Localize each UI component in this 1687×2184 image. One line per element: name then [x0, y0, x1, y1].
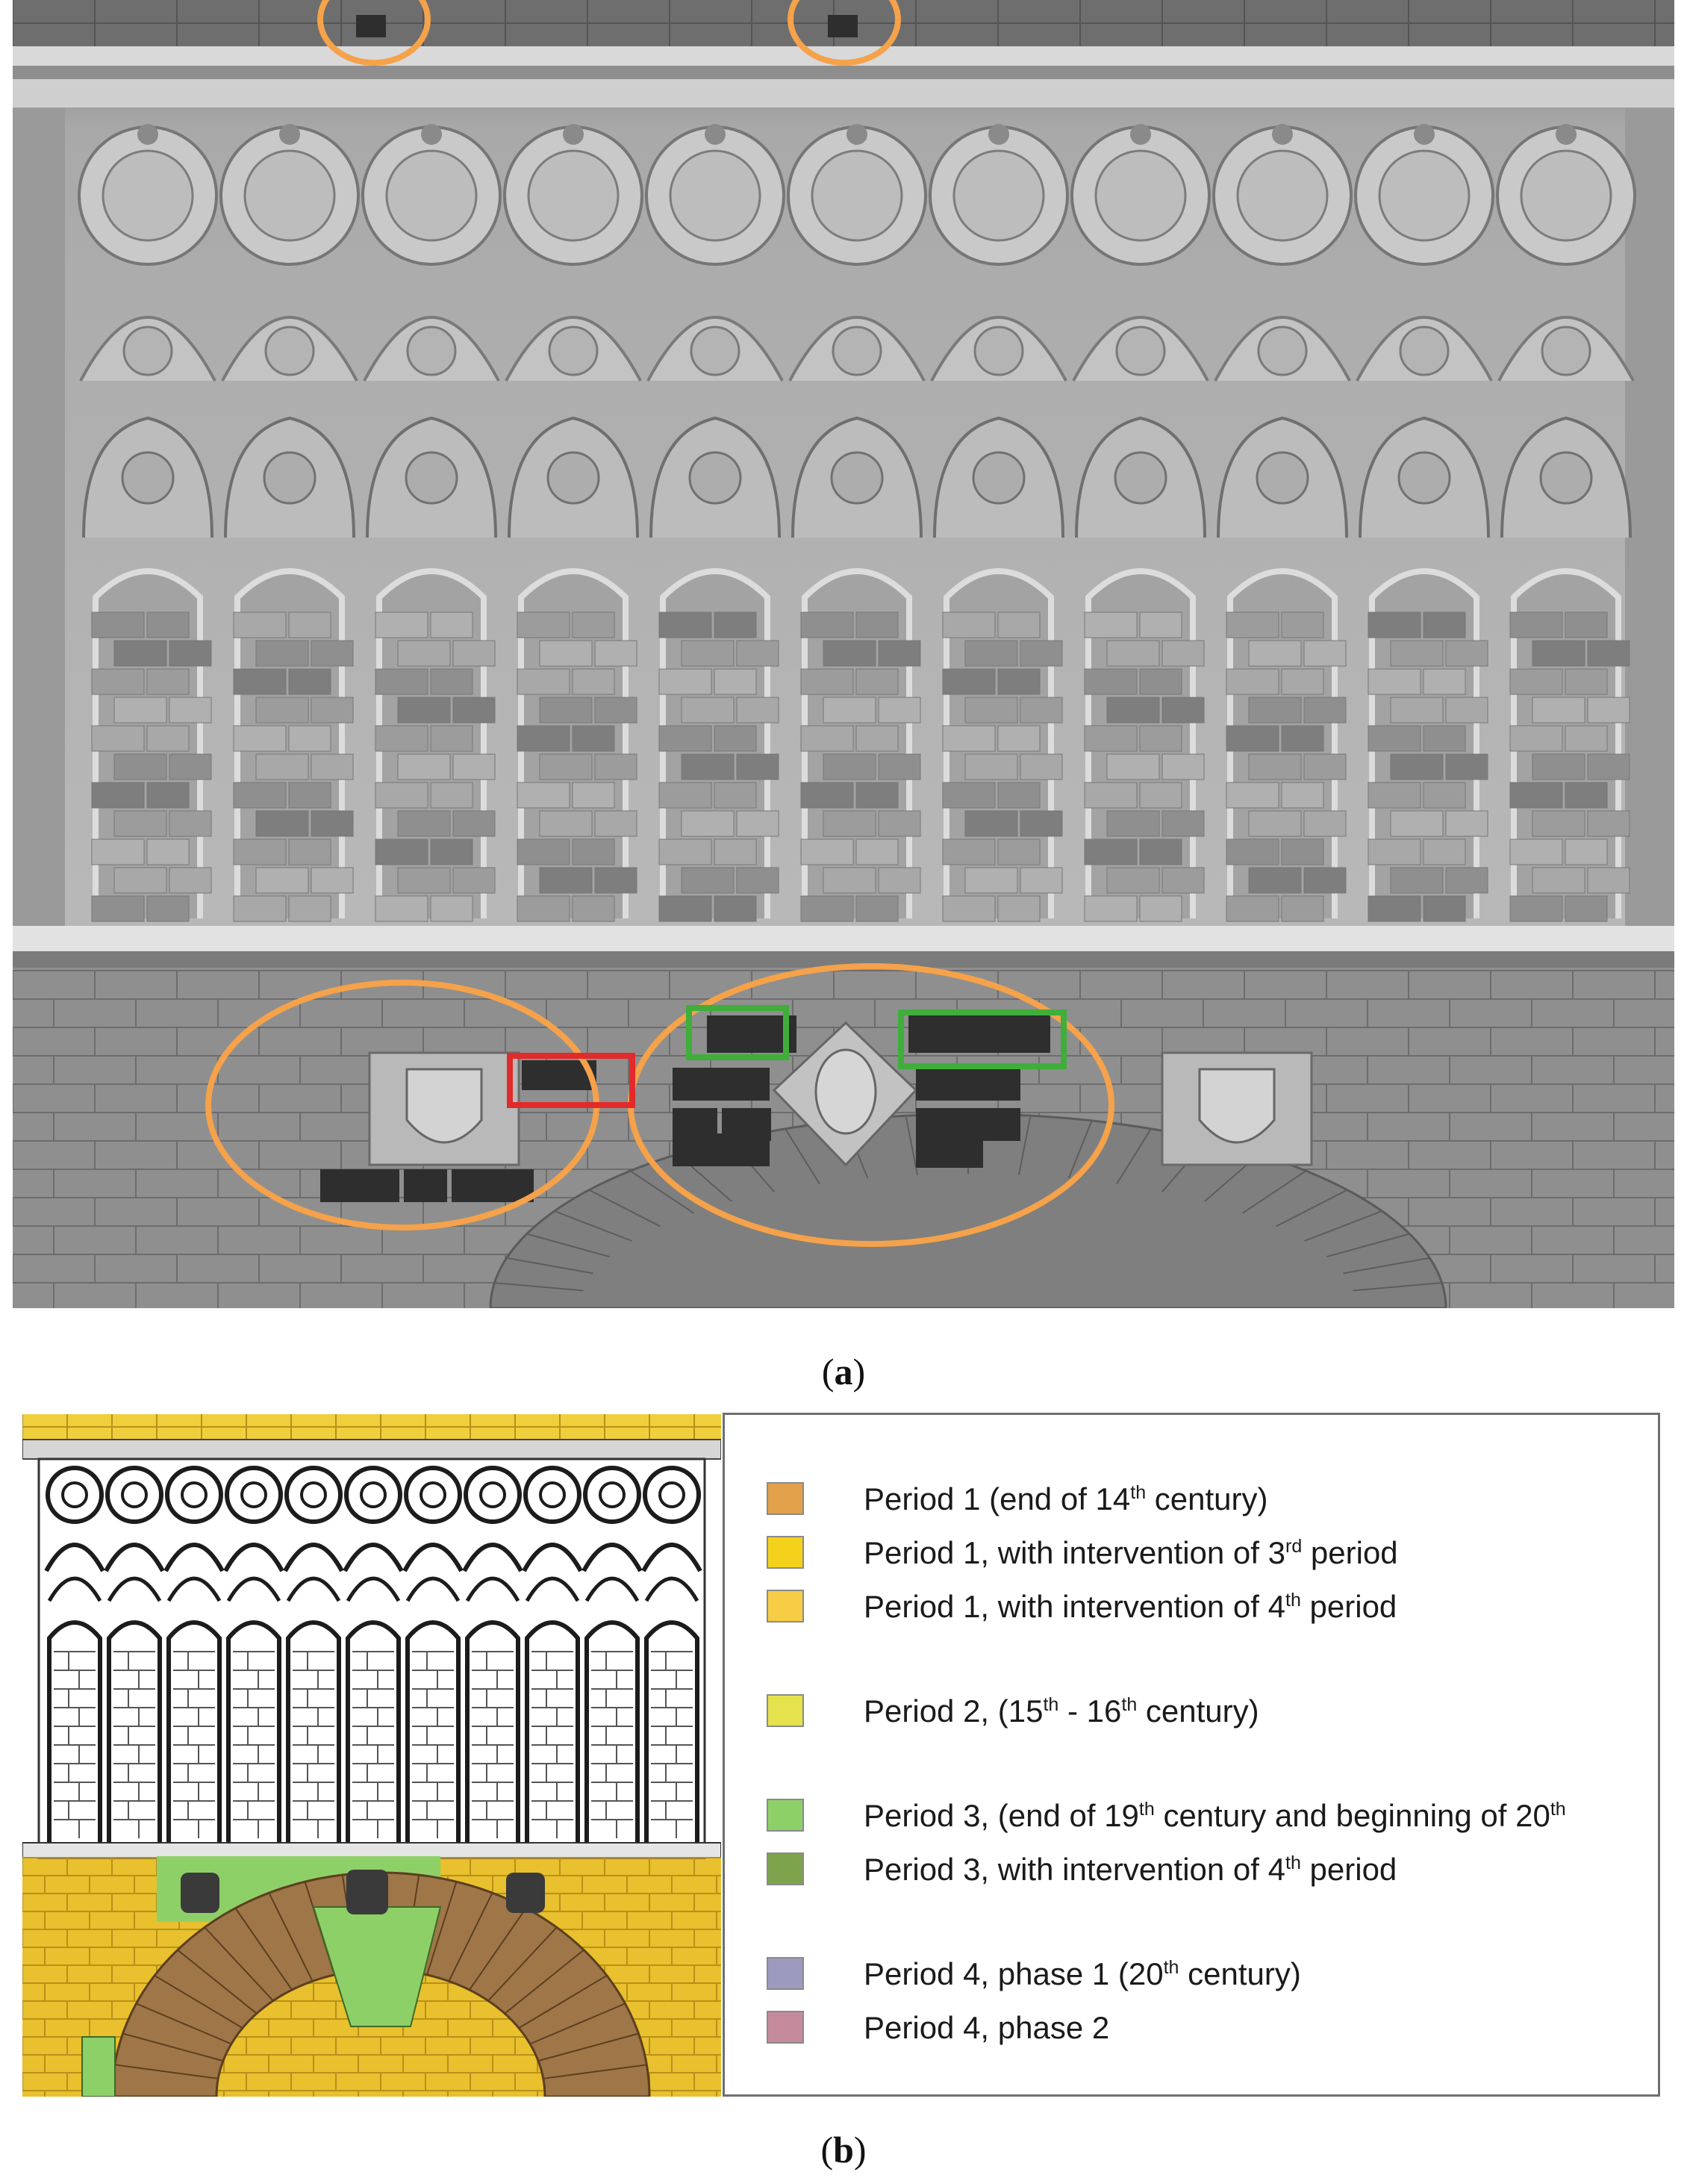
- legend-superscript: th: [1138, 1799, 1155, 1820]
- legend-superscript: th: [1043, 1694, 1059, 1715]
- legend-text-part: period: [1302, 1535, 1398, 1570]
- legend-swatch: [767, 1694, 804, 1727]
- legend-label: Period 1 (end of 14th century): [864, 1481, 1268, 1518]
- legend-text-part: century): [1179, 1956, 1301, 1991]
- panel-b-caption: (b): [820, 2129, 867, 2171]
- red-rectangle: [507, 1053, 635, 1108]
- legend-superscript: th: [1285, 1590, 1301, 1611]
- legend-text-part: Period 1, with intervention of 4: [864, 1589, 1285, 1624]
- legend-swatch: [767, 1590, 804, 1623]
- coat-of-arms-right: [1161, 1051, 1313, 1166]
- panel-a-caption: (a): [821, 1351, 866, 1393]
- orange-ellipse-top-left: [317, 0, 431, 66]
- legend-label: Period 1, with intervention of 3rd perio…: [864, 1534, 1398, 1572]
- legend-text-part: Period 1, with intervention of 3: [864, 1535, 1285, 1570]
- legend-superscript: th: [1550, 1799, 1566, 1820]
- legend-superscript: rd: [1285, 1536, 1303, 1557]
- legend-text-part: Period 4, phase 1 (20: [864, 1956, 1164, 1991]
- legend-superscript: th: [1130, 1482, 1147, 1503]
- legend-superscript: th: [1285, 1852, 1301, 1873]
- legend-label: Period 3, (end of 19th century and begin…: [864, 1797, 1566, 1835]
- legend-superscript: th: [1121, 1694, 1138, 1715]
- legend-label: Period 2, (15th - 16th century): [864, 1693, 1259, 1730]
- legend-swatch: [767, 1536, 804, 1569]
- legend-text-part: Period 3, (end of 19: [864, 1798, 1139, 1833]
- legend-swatch: [767, 1957, 804, 1990]
- green-rectangle-right: [898, 1009, 1067, 1069]
- legend-swatch: [767, 2011, 804, 2044]
- legend-text-part: period: [1300, 1852, 1397, 1887]
- period-legend: Period 1 (end of 14th century)Period 1, …: [723, 1413, 1660, 2097]
- coat-of-arms-left: [368, 1051, 520, 1166]
- facade-elevation-drawing: [22, 1414, 721, 2097]
- legend-text-part: Period 2, (15: [864, 1693, 1044, 1729]
- legend-swatch: [767, 1852, 804, 1885]
- legend-label: Period 1, with intervention of 4th perio…: [864, 1588, 1397, 1625]
- legend-text-part: period: [1300, 1589, 1397, 1624]
- legend-label: Period 4, phase 1 (20th century): [864, 1956, 1301, 1993]
- green-rectangle-left: [686, 1005, 789, 1060]
- legend-label: Period 4, phase 2: [864, 2009, 1109, 2047]
- legend-text-part: century and beginning of 20: [1154, 1798, 1550, 1833]
- legend-text-part: Period 3, with intervention of 4: [864, 1852, 1285, 1887]
- legend-text-part: century): [1146, 1481, 1268, 1516]
- legend-label: Period 3, with intervention of 4th perio…: [864, 1851, 1397, 1888]
- legend-text-part: Period 1 (end of 14: [864, 1481, 1131, 1516]
- coat-of-arms-center: [772, 1021, 918, 1167]
- legend-text-part: century): [1137, 1693, 1259, 1729]
- legend-text-part: - 16: [1058, 1693, 1122, 1729]
- legend-swatch: [767, 1482, 804, 1515]
- orange-ellipse-top-center: [788, 0, 901, 66]
- legend-text-part: Period 4, phase 2: [864, 2010, 1110, 2045]
- legend-swatch: [767, 1799, 804, 1832]
- facade-photograph: [13, 0, 1674, 1308]
- legend-superscript: th: [1163, 1957, 1179, 1978]
